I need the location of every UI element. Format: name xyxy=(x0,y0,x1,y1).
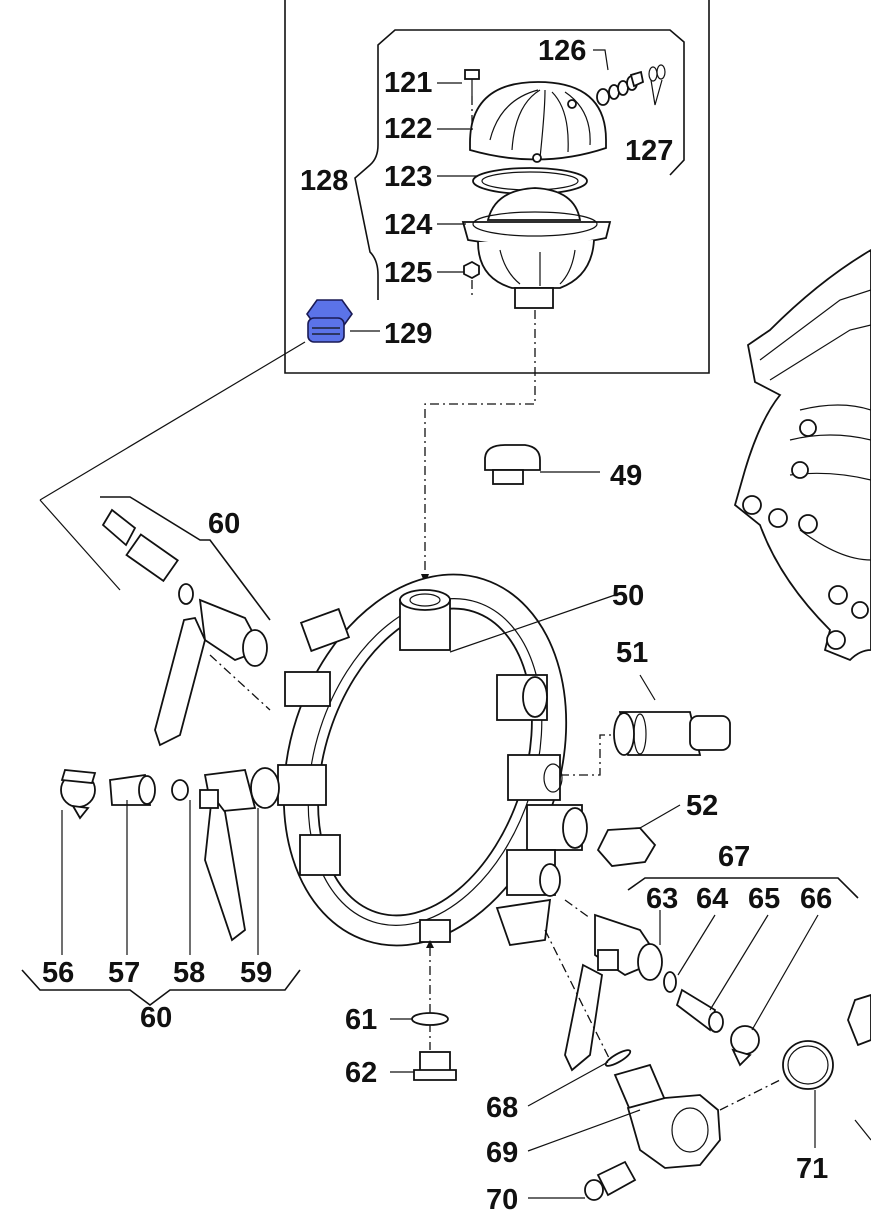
callout-67: 67 xyxy=(718,841,750,873)
callout-122: 122 xyxy=(384,113,432,145)
pump-housing-partial xyxy=(733,248,871,662)
callout-126: 126 xyxy=(538,35,586,67)
callout-121: 121 xyxy=(384,67,432,99)
callout-58: 58 xyxy=(173,957,205,989)
valve-assembly-67 xyxy=(544,877,859,1072)
seal-61-plug-62 xyxy=(390,940,457,1081)
callout-128: 128 xyxy=(300,165,348,197)
callout-65: 65 xyxy=(748,883,780,915)
plug-52 xyxy=(596,804,681,867)
callout-57: 57 xyxy=(108,957,140,989)
callout-64: 64 xyxy=(696,883,728,915)
callout-60-top: 60 xyxy=(208,508,240,540)
callout-68: 68 xyxy=(486,1092,518,1124)
callout-51: 51 xyxy=(616,637,648,669)
valve-126 xyxy=(596,70,645,106)
callout-56: 56 xyxy=(42,957,74,989)
callout-labels: 121 122 123 124 125 126 127 128 129 49 5… xyxy=(42,35,832,1216)
callout-66: 66 xyxy=(800,883,832,915)
manifold-ring-50 xyxy=(277,573,616,947)
callout-125: 125 xyxy=(384,257,432,289)
callout-127: 127 xyxy=(625,135,673,167)
callout-50: 50 xyxy=(612,580,644,612)
callout-61: 61 xyxy=(345,1004,377,1036)
callout-123: 123 xyxy=(384,161,432,193)
callout-62: 62 xyxy=(345,1057,377,1089)
callout-60-bottom: 60 xyxy=(140,1002,172,1034)
air-chamber-dome xyxy=(461,64,666,309)
bracket-128 xyxy=(354,29,685,300)
valve-assembly-bottom-60 xyxy=(21,767,301,1006)
valve-assembly-top-60 xyxy=(100,496,271,747)
callout-69: 69 xyxy=(486,1137,518,1169)
highlighted-plug-129 xyxy=(306,299,353,343)
callout-49: 49 xyxy=(610,460,642,492)
bottom-fittings xyxy=(527,994,871,1201)
callout-52: 52 xyxy=(686,790,718,822)
plug-49 xyxy=(484,444,600,485)
callout-59: 59 xyxy=(240,957,272,989)
callout-70: 70 xyxy=(486,1184,518,1216)
clips-127 xyxy=(648,64,666,82)
callout-71: 71 xyxy=(796,1153,828,1185)
inset-frame xyxy=(284,0,710,374)
callout-63: 63 xyxy=(646,883,678,915)
callout-124: 124 xyxy=(384,209,432,241)
callout-129: 129 xyxy=(384,318,432,350)
inset-leaders xyxy=(350,49,663,332)
part-51 xyxy=(560,674,731,776)
projection-lines xyxy=(39,310,536,591)
